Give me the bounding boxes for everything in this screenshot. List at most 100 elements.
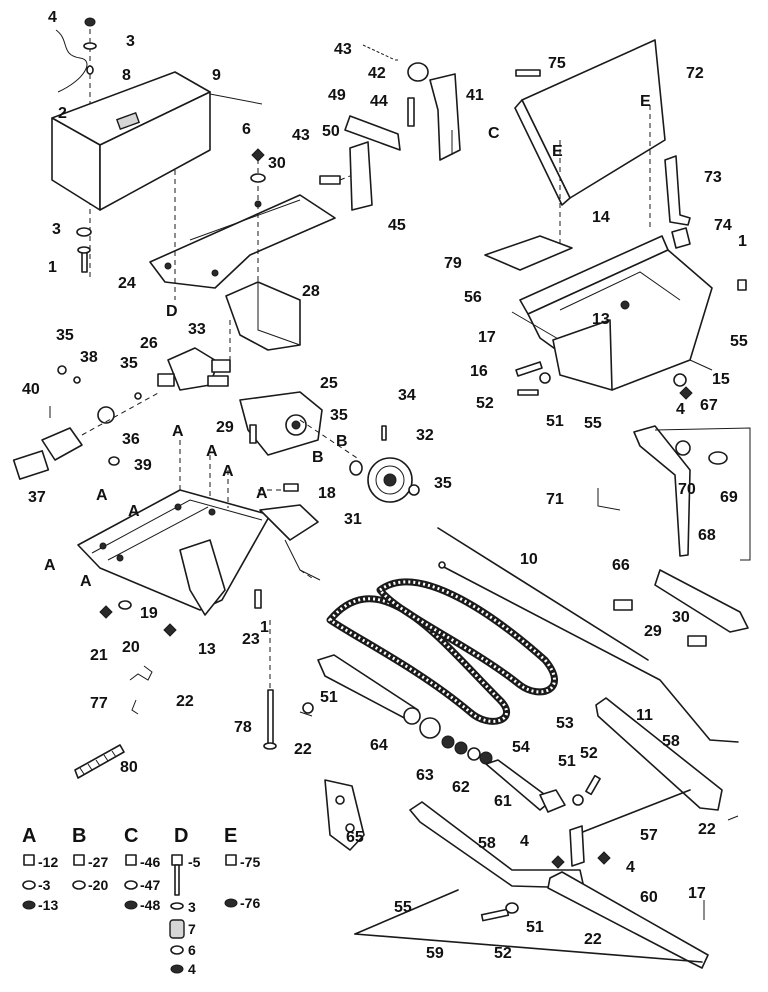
frame-23 [77, 489, 271, 611]
u-joint [41, 427, 83, 461]
callout-c49: 49 [328, 87, 346, 104]
decal-icon [115, 111, 141, 131]
callout-c51d: 51 [526, 919, 544, 936]
plate-65 [324, 779, 365, 851]
link-49 [344, 115, 401, 151]
gearbox-assembly [157, 281, 361, 461]
callout-c3a: 3 [126, 33, 135, 50]
callout-c51c: 51 [558, 753, 576, 770]
nut-icon [163, 623, 177, 637]
bracket-28 [225, 281, 301, 351]
legend-d-item: 4 [188, 961, 196, 977]
callout-c4d: 4 [626, 859, 635, 876]
callout-c35a: 35 [56, 327, 74, 344]
callout-cEb: E [552, 143, 563, 160]
belt-assembly [326, 578, 558, 725]
callout-cC: C [488, 125, 500, 142]
lever-assembly [597, 425, 751, 647]
chute-assembly [514, 39, 691, 250]
callout-c58b: 58 [478, 835, 496, 852]
callout-c11: 11 [636, 707, 653, 724]
callout-c4a: 4 [48, 9, 57, 26]
legend-c-item: -46 [140, 854, 160, 870]
callout-c55b: 55 [584, 415, 602, 432]
callout-c55c: 55 [394, 899, 412, 916]
callout-c51a: 51 [546, 413, 564, 430]
callout-c9: 9 [212, 67, 221, 84]
callout-c3b: 3 [52, 221, 61, 238]
callout-c71: 71 [546, 491, 564, 508]
legend-b-item: -27 [88, 854, 108, 870]
callout-c29b: 29 [644, 623, 662, 640]
callout-c20: 20 [122, 639, 140, 656]
callout-c25: 25 [320, 375, 338, 392]
knob-42 [407, 62, 429, 82]
bolt-icon [319, 175, 341, 185]
bolt-74 [671, 227, 691, 249]
callout-c79: 79 [444, 255, 462, 272]
bushing-36 [97, 406, 115, 424]
bolt-75 [515, 69, 541, 77]
callout-c24: 24 [118, 275, 136, 292]
legend-key-a: A [22, 825, 36, 847]
bolt-icon [171, 854, 183, 866]
callout-c69: 69 [720, 489, 738, 506]
callout-c62: 62 [452, 779, 470, 796]
callout-c75: 75 [548, 55, 566, 72]
washer-icon [170, 902, 184, 910]
callout-c28: 28 [302, 283, 320, 300]
callout-c58a: 58 [662, 733, 680, 750]
spring-80 [74, 744, 125, 779]
guard-79 [484, 235, 573, 271]
callout-c66: 66 [612, 557, 630, 574]
washer-icon [170, 945, 184, 955]
callout-c33: 33 [188, 321, 206, 338]
nut-icon [251, 148, 265, 162]
bolt-icon [125, 854, 137, 866]
callout-cDa: D [166, 303, 178, 320]
rod-assembly [437, 527, 739, 743]
callout-c40: 40 [22, 381, 40, 398]
idler-assembly [302, 654, 601, 813]
bracket-25 [239, 391, 323, 456]
grommet-icon [169, 919, 185, 939]
nut-icon [170, 964, 184, 974]
nut-icon [22, 900, 36, 910]
key-31 [349, 460, 363, 476]
chute-72 [521, 39, 666, 199]
callout-c42: 42 [368, 65, 386, 82]
spring-assembly [74, 620, 313, 779]
callout-c72: 72 [686, 65, 704, 82]
callout-c35d: 35 [434, 475, 452, 492]
callout-c22a: 22 [176, 693, 194, 710]
washer-icon [72, 880, 86, 890]
legend-key-e: E [224, 825, 237, 847]
bolt-icon [23, 854, 35, 866]
bolt-icon [687, 635, 707, 647]
callout-c52a: 52 [476, 395, 494, 412]
callout-c70: 70 [678, 481, 696, 498]
callout-cAe: A [256, 485, 268, 502]
callout-cEa: E [640, 93, 651, 110]
nut-icon [99, 605, 113, 619]
bolt-icon [613, 599, 633, 611]
callout-c45: 45 [388, 217, 406, 234]
callout-c30b: 30 [672, 609, 690, 626]
callout-cAg: A [44, 557, 56, 574]
callout-c39: 39 [134, 457, 152, 474]
legend-key-d: D [174, 825, 188, 847]
bolt-icon [283, 483, 299, 492]
callout-c68: 68 [698, 527, 716, 544]
callout-cAd: A [96, 487, 108, 504]
housing-assembly [484, 235, 747, 400]
callout-c22b: 22 [294, 741, 312, 758]
callout-c16: 16 [470, 363, 488, 380]
callout-c53: 53 [556, 715, 574, 732]
nut-icon [84, 17, 96, 27]
gearbox-26 [167, 347, 219, 391]
legend-d-item: 6 [188, 942, 196, 958]
legend-c-item: -48 [140, 897, 160, 913]
callout-cAb: A [206, 443, 218, 460]
callout-c63: 63 [416, 767, 434, 784]
